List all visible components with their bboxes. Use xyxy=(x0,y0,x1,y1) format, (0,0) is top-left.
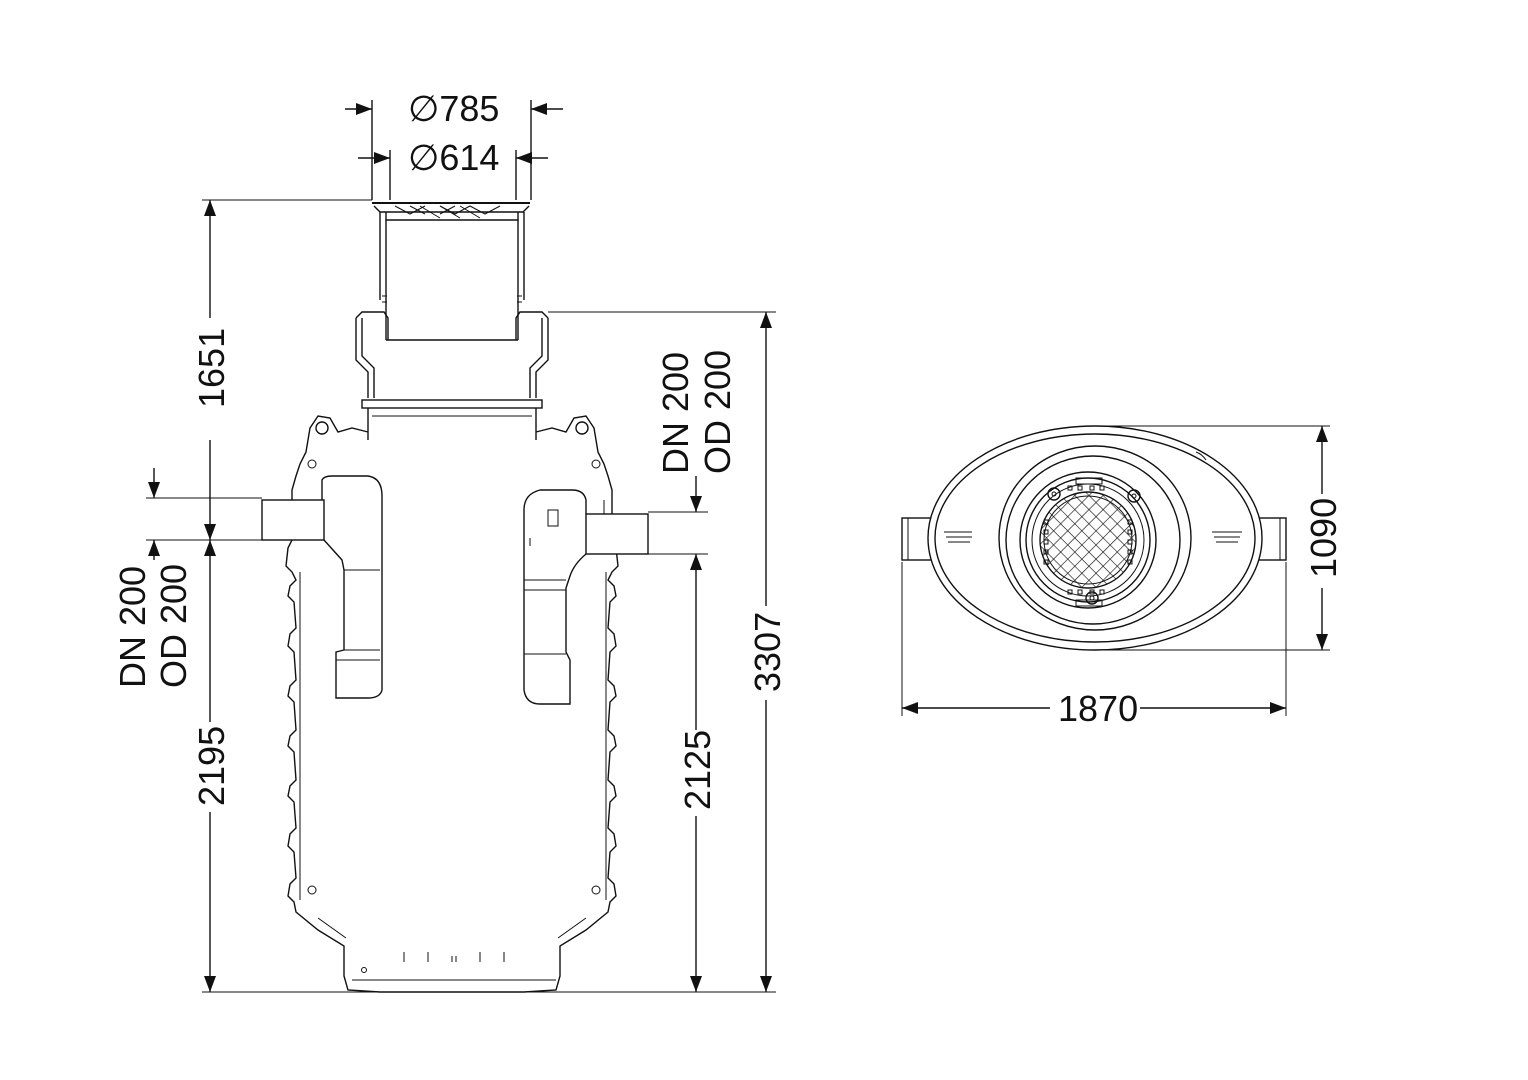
dim-outlet-height: 2125 xyxy=(677,554,718,992)
dim-cover-inner: ∅614 xyxy=(358,137,548,200)
tank-neck xyxy=(355,311,549,440)
label-outlet-od: OD 200 xyxy=(697,350,738,474)
dim-cover-outer: ∅785 xyxy=(345,88,563,200)
dim-inlet-pipe: DN 200 OD 200 xyxy=(112,468,262,688)
dim-top-depth: 1090 xyxy=(1303,426,1344,650)
riser-shaft xyxy=(379,212,525,341)
label-inlet-height: 2195 xyxy=(191,726,232,806)
top-view-pipes xyxy=(901,517,1287,561)
top-view: 1870 1090 xyxy=(901,425,1344,729)
label-shaft-height: 1651 xyxy=(191,328,232,408)
dim-top-width: 1870 xyxy=(902,688,1286,729)
label-inlet-od: OD 200 xyxy=(153,564,194,688)
inlet-pipe xyxy=(261,475,383,699)
manhole-cover-top xyxy=(1019,471,1157,609)
label-outlet-height: 2125 xyxy=(677,730,718,810)
label-cover-outer-diameter: ∅785 xyxy=(408,88,499,129)
dim-shaft-height: 1651 xyxy=(191,200,232,540)
label-total-height: 3307 xyxy=(747,612,788,692)
label-outlet-dn: DN 200 xyxy=(655,352,696,474)
label-cover-inner-diameter: ∅614 xyxy=(408,137,499,178)
manhole-cover-frame xyxy=(372,202,530,221)
dim-outlet-pipe: DN 200 OD 200 xyxy=(648,350,738,555)
side-view: ∅785 ∅614 1651 DN 200 OD 200 xyxy=(112,88,788,993)
dim-total-height: 3307 xyxy=(747,312,788,992)
outlet-pipe xyxy=(523,489,649,705)
dim-inlet-height: 2195 xyxy=(191,540,232,992)
label-top-width: 1870 xyxy=(1058,688,1138,729)
label-inlet-dn: DN 200 xyxy=(112,566,153,688)
label-top-depth: 1090 xyxy=(1303,498,1344,578)
cover-rim-dots xyxy=(1043,485,1133,595)
